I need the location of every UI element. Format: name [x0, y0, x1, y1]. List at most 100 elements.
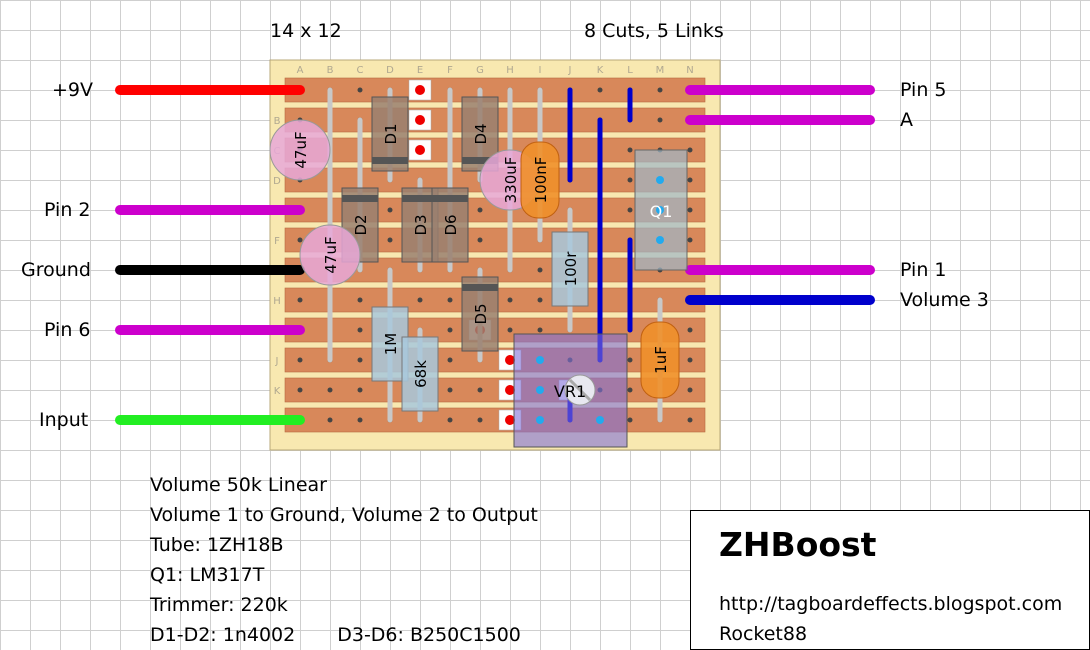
col-letter-g: G: [476, 65, 484, 76]
col-letter-i: I: [539, 65, 542, 76]
strip-hole: [357, 357, 363, 363]
capacitor-1uf: 1uF: [640, 321, 680, 399]
regulator-q1-label: Q1: [650, 202, 673, 221]
note-diodes-b: D3-D6: B250C1500: [337, 624, 521, 646]
col-letter-e: E: [417, 65, 423, 76]
wire-label-pin2: Pin 2: [44, 199, 91, 221]
col-letter-a: A: [297, 65, 304, 76]
strip-hole: [447, 387, 453, 393]
note-line: Volume 50k Linear: [150, 474, 327, 496]
row-letter-b: B: [274, 116, 281, 127]
wire-label-ground: Ground: [21, 259, 91, 281]
strip-hole: [687, 207, 693, 213]
strip-hole: [477, 237, 483, 243]
trimmer-vr1-label: VR1: [554, 382, 586, 401]
strip-hole: [627, 207, 633, 213]
col-letter-l: L: [627, 65, 633, 76]
col-letter-c: C: [357, 65, 364, 76]
capacitor-1uf-label: 1uF: [652, 346, 670, 374]
project-url: http://tagboardeffects.blogspot.com: [719, 593, 1063, 615]
wire-label-volume3: Volume 3: [900, 289, 989, 311]
capacitor-100nf-label: 100nF: [532, 157, 550, 204]
build-notes: Volume 50k Linear Volume 1 to Ground, Vo…: [150, 470, 538, 650]
strip-hole: [417, 297, 423, 303]
cuts-links-label: 8 Cuts, 5 Links: [584, 20, 724, 42]
strip-hole: [357, 327, 363, 333]
cut-mark: [415, 85, 425, 95]
strip-hole: [597, 87, 603, 93]
strip-hole: [687, 177, 693, 183]
strip-hole: [327, 387, 333, 393]
col-letter-k: K: [597, 65, 604, 76]
wire-label-pin1: Pin 1: [900, 259, 947, 281]
diode-d3-label: D3: [412, 214, 430, 235]
col-letter-d: D: [386, 65, 394, 76]
copper-strip: [284, 377, 706, 403]
strip-hole: [507, 297, 513, 303]
strip-hole: [387, 237, 393, 243]
regulator-q1: Q1: [634, 149, 688, 271]
cut-mark: [415, 115, 425, 125]
col-letter-m: M: [656, 65, 665, 76]
strip-hole: [297, 237, 303, 243]
strip-hole: [357, 87, 363, 93]
col-letter-h: H: [506, 65, 514, 76]
strip-hole: [297, 357, 303, 363]
capacitor-47uf-mid-label: 47uF: [322, 236, 340, 273]
strip-hole: [447, 417, 453, 423]
project-title: ZHBoost: [719, 525, 877, 564]
strip-hole: [447, 297, 453, 303]
strip-hole: [537, 327, 543, 333]
capacitor-47uf-top-label: 47uF: [292, 131, 310, 168]
copper-strip: [284, 347, 706, 373]
wire-label-input: Input: [39, 409, 89, 431]
note-line: Volume 1 to Ground, Volume 2 to Output: [150, 504, 538, 526]
resistor-1m-label: 1M: [382, 333, 400, 356]
capacitor-47uf-top: 47uF: [269, 119, 331, 181]
strip-hole: [627, 177, 633, 183]
wire-label-a: A: [900, 109, 913, 131]
trimmer-vr1: VR1: [513, 333, 628, 448]
diode-d5-label: D5: [472, 303, 490, 324]
col-letter-n: N: [686, 65, 693, 76]
col-letter-b: B: [327, 65, 334, 76]
capacitor-100nf: 100nF: [520, 141, 560, 219]
strip-hole: [357, 387, 363, 393]
strip-hole: [327, 417, 333, 423]
row-letter-f: F: [274, 236, 280, 247]
diode-d1: D1: [371, 96, 409, 172]
wire-label-pin5: Pin 5: [900, 79, 947, 101]
strip-hole: [537, 297, 543, 303]
diode-d4-label: D4: [472, 123, 490, 144]
strip-hole: [387, 207, 393, 213]
strip-hole: [687, 327, 693, 333]
strip-hole: [447, 357, 453, 363]
strip-hole: [687, 147, 693, 153]
strip-hole: [477, 207, 483, 213]
resistor-68k-label: 68k: [412, 360, 430, 388]
strip-hole: [297, 387, 303, 393]
strip-hole: [477, 387, 483, 393]
diode-d1-label: D1: [382, 123, 400, 144]
strip-hole: [687, 417, 693, 423]
project-author: Rocket88: [719, 623, 808, 645]
cut-mark: [415, 145, 425, 155]
strip-hole: [657, 87, 663, 93]
strip-hole: [297, 297, 303, 303]
note-line: Trimmer: 220k: [150, 594, 288, 616]
cut-mark: [505, 415, 515, 425]
strip-hole: [687, 237, 693, 243]
strip-hole: [657, 117, 663, 123]
strip-hole: [477, 417, 483, 423]
strip-hole: [357, 417, 363, 423]
resistor-100r: 100r: [551, 231, 589, 307]
row-letter-h: H: [273, 296, 281, 307]
strip-hole: [627, 387, 633, 393]
wire-label-pin6: Pin 6: [44, 319, 91, 341]
cut-mark: [505, 385, 515, 395]
diode-d2-label: D2: [352, 214, 370, 235]
strip-hole: [627, 147, 633, 153]
strip-hole: [447, 327, 453, 333]
strip-hole: [507, 327, 513, 333]
